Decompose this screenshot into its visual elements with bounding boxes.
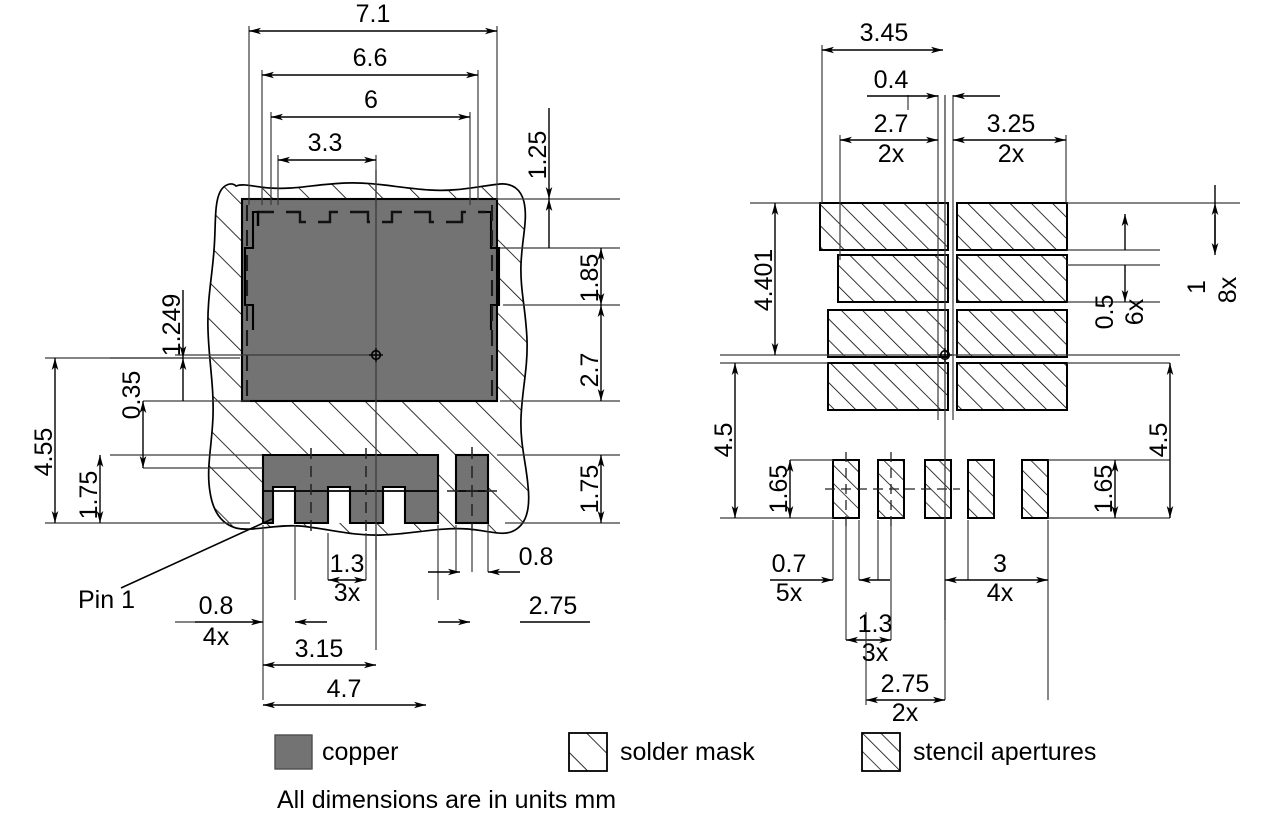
dim-2-75-2x-qty: 2x: [892, 699, 919, 727]
left-left-dimension-lines: [51, 290, 187, 523]
dim-7-1: 7.1: [356, 0, 391, 28]
dim-4-5-left: 4.5: [710, 423, 738, 458]
dim-1-65-left: 1.65: [765, 465, 793, 514]
left-bottom-dimension-lines: [175, 568, 590, 709]
dim-6-6: 6.6: [353, 44, 388, 72]
stencil-small-apertures-group: [825, 452, 1049, 528]
stencil-bar-r4c2: [956, 362, 1068, 411]
dim-2-7: 2.7: [576, 353, 604, 388]
dim-1-25: 1.25: [524, 131, 552, 180]
dim-0-7-5x-value: 0.7: [772, 550, 807, 578]
right-bottom-dimension-lines: [770, 576, 1048, 705]
dim-1-8x-qty: 8x: [1214, 276, 1242, 303]
dim-3-4x-value: 3: [993, 550, 1007, 578]
left-right-dimension-lines: [545, 108, 605, 523]
pin1-label: Pin 1: [78, 586, 135, 614]
left-view-group: 7.1 6.6 6 3.3 1.25 1.85 2.7 1.75: [30, 0, 620, 709]
right-left-dimension-lines: [731, 203, 794, 518]
origin-marker-left: [369, 348, 383, 362]
legend-swatch-copper: [274, 734, 313, 770]
right-right-dimensions: [1048, 202, 1240, 519]
dim-1-85: 1.85: [576, 254, 604, 303]
dim-1-65-right: 1.65: [1090, 465, 1118, 514]
dim-3-3: 3.3: [308, 129, 343, 157]
legend-label-copper: copper: [322, 738, 398, 766]
dim-4-55: 4.55: [30, 428, 58, 477]
right-left-dimensions: [720, 202, 833, 519]
dim-2-75-2x-value: 2.75: [881, 670, 930, 698]
dim-1-249: 1.249: [158, 294, 186, 357]
stencil-small-4: [967, 459, 995, 519]
dim-3-4x-qty: 4x: [987, 579, 1014, 607]
dim-3-25-2x-value: 3.25: [987, 110, 1036, 138]
stencil-bar-r3c1: [827, 309, 949, 358]
mask-notch-left: [243, 210, 260, 330]
dim-2-7-2x-qty: 2x: [878, 140, 905, 168]
dim-0-8-4x-qty: 4x: [203, 623, 230, 651]
dim-4-401: 4.401: [750, 249, 778, 312]
origin-marker-right: [938, 348, 952, 362]
dim-1-75-left: 1.75: [75, 471, 103, 520]
dim-3-45: 3.45: [860, 19, 909, 47]
legend-swatch-solder-mask: [568, 732, 608, 772]
dim-0-8-4x-value: 0.8: [199, 592, 234, 620]
dim-3-25-2x-qty: 2x: [998, 140, 1025, 168]
stencil-bar-r2c2: [956, 254, 1068, 303]
stencil-small-5: [1021, 459, 1049, 519]
left-top-dimensions: [248, 26, 498, 205]
right-right-dimension-lines: [1111, 185, 1219, 518]
copper-comb-pad: [261, 453, 440, 525]
dim-6: 6: [364, 86, 378, 114]
stencil-bar-r3c2: [956, 309, 1068, 358]
right-bottom-dimensions: [832, 520, 1049, 700]
copper-pad-comb: [261, 453, 440, 525]
dim-1-3-3x-qty: 3x: [334, 579, 361, 607]
dim-1-8x-value: 1: [1183, 280, 1211, 294]
legend-group: copper solder mask stencil apertures All…: [274, 732, 1096, 814]
dim-0-7-5x-qty: 5x: [776, 579, 803, 607]
legend-label-solder-mask: solder mask: [620, 738, 755, 766]
right-view-group: 3.45 0.4 2.7 2x 3.25 2x 4.401 4.5 1.65: [710, 19, 1242, 727]
dim-1-3-3x-value: 1.3: [330, 550, 365, 578]
left-top-dimension-lines: [249, 27, 497, 164]
left-bottom-dimensions: [262, 525, 489, 700]
dim-2-7-2x-value: 2.7: [874, 110, 909, 138]
copper-pad-thermal: [240, 197, 501, 403]
dim-0-5-6x-value: 0.5: [1091, 295, 1119, 330]
stencil-bar-r1c2: [956, 202, 1068, 251]
copper-thermal-pad: [240, 197, 499, 403]
dim-2-75-left-view: 2.75: [529, 592, 578, 620]
copper-pad-single: [447, 447, 497, 531]
dim-1-3-3x-right-value: 1.3: [858, 610, 893, 638]
stencil-bar-r4c1: [827, 362, 949, 411]
right-top-dimension-lines: [822, 46, 1066, 144]
dim-3-15: 3.15: [295, 635, 344, 663]
left-left-dimensions: [45, 357, 263, 524]
dim-0-35: 0.35: [118, 371, 146, 420]
stencil-bar-r2c1: [837, 254, 949, 303]
pin1-leader: [120, 518, 273, 589]
stencil-bars-group: [819, 202, 1068, 411]
mask-step-top: [256, 210, 486, 226]
dim-0-4: 0.4: [874, 66, 909, 94]
legend-swatch-stencil: [861, 732, 901, 772]
dim-0-8-right: 0.8: [519, 543, 554, 571]
stencil-bar-r1c1: [819, 202, 949, 251]
units-note: All dimensions are in units mm: [277, 786, 616, 814]
dim-0-5-6x-qty: 6x: [1121, 298, 1149, 325]
right-top-dimensions: [821, 45, 1067, 260]
legend-label-stencil: stencil apertures: [913, 738, 1096, 766]
dim-4-7: 4.7: [327, 675, 362, 703]
dim-4-5-right: 4.5: [1145, 423, 1173, 458]
dim-1-3-3x-right-qty: 3x: [862, 639, 889, 667]
dim-1-75-right: 1.75: [576, 465, 604, 514]
